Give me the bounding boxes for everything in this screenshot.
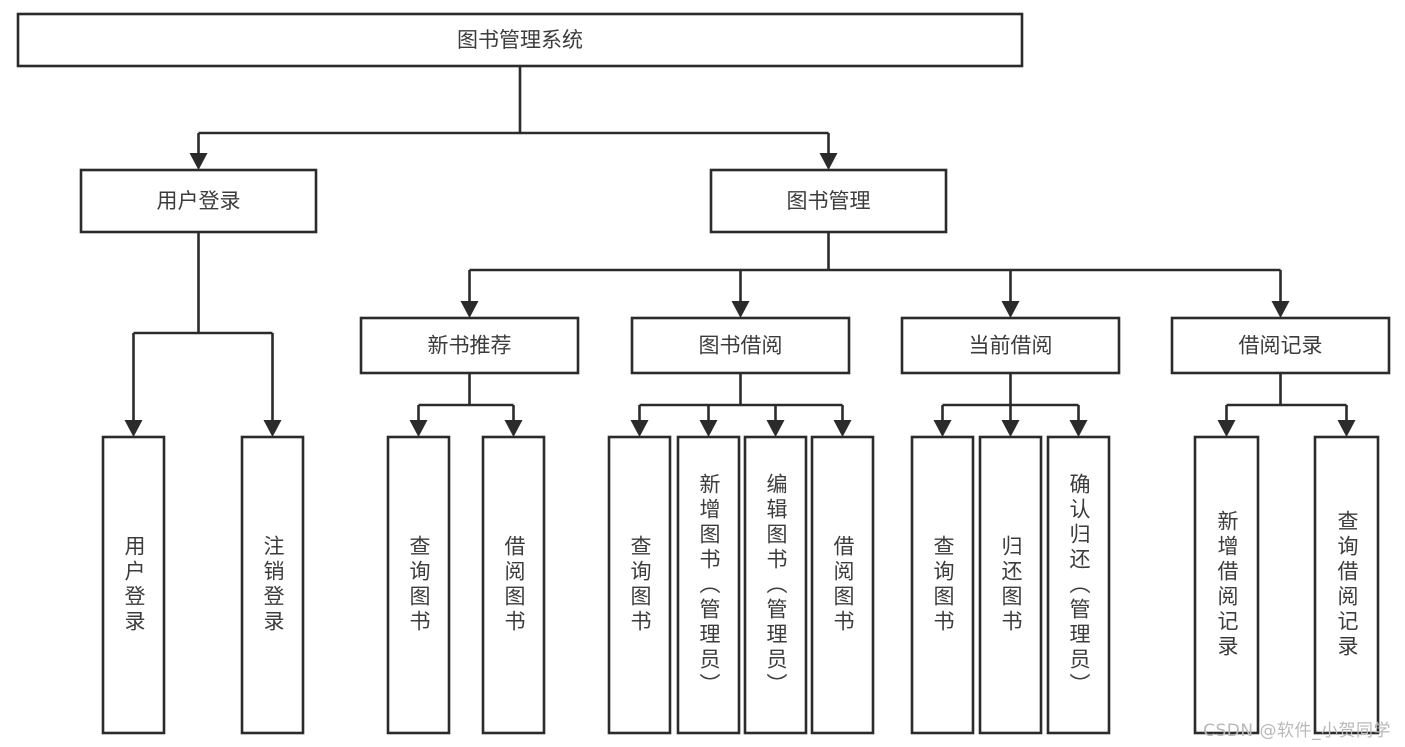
node-label-book-manage: 图书管理: [787, 189, 871, 213]
node-box-leaf-query-book-1[interactable]: [386, 435, 451, 735]
node-box-leaf-add-book[interactable]: [676, 435, 741, 735]
node-label-current-borrow: 当前借阅: [969, 334, 1053, 358]
node-label-new-book-recommend: 新书推荐: [428, 334, 512, 358]
node-box-leaf-edit-book[interactable]: [743, 435, 808, 735]
arrow-head-icon: [1337, 420, 1356, 437]
node-box-leaf-borrow-book-2[interactable]: [810, 435, 875, 735]
node-label-book-borrow: 图书借阅: [699, 334, 783, 358]
arrow-head-icon: [1001, 420, 1020, 437]
node-box-leaf-return-book[interactable]: [978, 435, 1043, 735]
node-box-new-book-recommend[interactable]: [359, 316, 580, 375]
node-box-book-borrow[interactable]: [630, 316, 851, 375]
arrow-head-icon: [833, 420, 852, 437]
arrow-head-icon: [409, 420, 428, 437]
node-box-leaf-query-record[interactable]: [1313, 435, 1380, 735]
arrow-head-icon: [819, 153, 838, 170]
node-box-leaf-add-record[interactable]: [1193, 435, 1260, 735]
connector-layer: [124, 66, 1356, 437]
node-root-label: 图书管理系统: [457, 28, 583, 52]
node-box-leaf-query-book-3[interactable]: [910, 435, 975, 735]
arrow-head-icon: [1001, 301, 1020, 318]
arrow-head-icon: [504, 420, 523, 437]
arrow-head-icon: [1271, 301, 1290, 318]
arrow-head-icon: [263, 420, 282, 437]
node-box-user-login[interactable]: [79, 168, 318, 234]
node-box-layer: [16, 12, 1391, 735]
node-box-leaf-user-login[interactable]: [101, 435, 166, 735]
node-box-leaf-query-book-2[interactable]: [607, 435, 672, 735]
node-box-leaf-confirm-return[interactable]: [1046, 435, 1111, 735]
watermark-text: CSDN @软件_小贺同学: [1203, 721, 1391, 741]
node-label-user-login: 用户登录: [157, 189, 241, 213]
arrow-head-icon: [1217, 420, 1236, 437]
node-box-borrow-record[interactable]: [1170, 316, 1391, 375]
arrow-head-icon: [189, 153, 208, 170]
node-box-leaf-borrow-book-1[interactable]: [481, 435, 546, 735]
arrow-head-icon: [731, 301, 750, 318]
node-box-leaf-logout[interactable]: [240, 435, 305, 735]
arrow-head-icon: [933, 420, 952, 437]
node-label-borrow-record: 借阅记录: [1239, 334, 1323, 358]
arrow-head-icon: [699, 420, 718, 437]
node-box-book-manage[interactable]: [709, 168, 948, 234]
arrow-head-icon: [630, 420, 649, 437]
arrow-head-icon: [766, 420, 785, 437]
arrow-head-icon: [1069, 420, 1088, 437]
arrow-head-icon: [124, 420, 143, 437]
node-box-current-borrow[interactable]: [900, 316, 1121, 375]
arrow-head-icon: [460, 301, 479, 318]
node-root-box[interactable]: [16, 12, 1024, 68]
